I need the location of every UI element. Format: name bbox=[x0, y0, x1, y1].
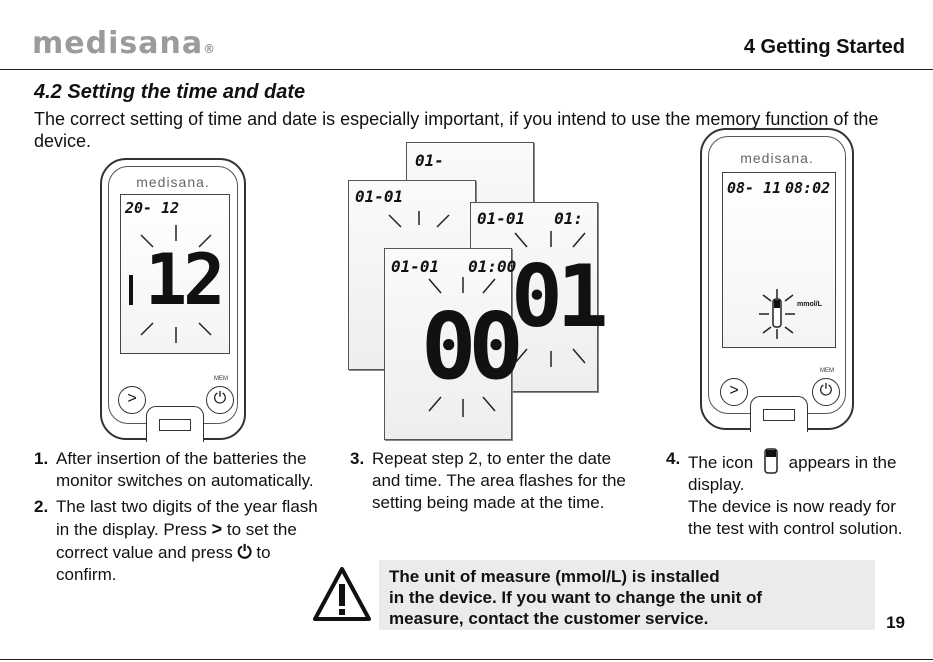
test-strip-icon bbox=[759, 289, 795, 339]
step-text: After insertion of the batteries the mon… bbox=[56, 449, 314, 490]
device-left-digits: 12 bbox=[145, 239, 225, 321]
test-strip-icon bbox=[764, 448, 778, 474]
step-number: 1. bbox=[34, 449, 49, 468]
panel-4-rays bbox=[428, 277, 496, 417]
strip-port bbox=[146, 406, 204, 442]
strip-port bbox=[750, 396, 808, 432]
warning-line-2: in the device. If you want to change the… bbox=[389, 588, 763, 607]
section-title: 4.2 Setting the time and date bbox=[34, 81, 306, 103]
step-3: 3. Repeat step 2, to enter the date and … bbox=[350, 448, 630, 514]
steps-column-1: 1. After insertion of the batteries the … bbox=[34, 448, 324, 590]
step-1: 1. After insertion of the batteries the … bbox=[34, 448, 324, 492]
device-right-brand: medisana. bbox=[740, 150, 814, 166]
step-number: 4. bbox=[666, 449, 681, 468]
device-right-screen: 08- 11 08:02 mmol/L bbox=[722, 172, 836, 348]
warning-notice: The unit of measure (mmol/L) is installe… bbox=[379, 560, 875, 630]
mem-label: MEM bbox=[820, 368, 834, 374]
panel-1-top: 01- bbox=[415, 151, 444, 170]
step-number: 3. bbox=[350, 449, 365, 468]
step-4: 4. The icon appears in the display. The … bbox=[666, 448, 916, 540]
panel-3-rays bbox=[514, 231, 586, 367]
device-left-brand: medisana. bbox=[136, 174, 210, 190]
step-text: Repeat step 2, to enter the date and tim… bbox=[372, 449, 626, 512]
step-text: The last two digits of the year flash in… bbox=[56, 497, 318, 584]
steps-column-2: 3. Repeat step 2, to enter the date and … bbox=[350, 448, 630, 518]
unit-label: mmol/L bbox=[797, 301, 822, 308]
panel-3-top: 01-01 01: bbox=[477, 209, 583, 228]
display-panel-4: 01-01 01:00 00 bbox=[384, 248, 524, 440]
panel-2-top: 01-01 bbox=[355, 187, 404, 206]
next-button[interactable]: > bbox=[118, 386, 146, 414]
mem-label: MEM bbox=[214, 376, 228, 382]
intro-paragraph: The correct setting of time and date is … bbox=[34, 109, 879, 151]
panel-2-rays bbox=[388, 211, 450, 228]
power-icon: ⏻ bbox=[237, 542, 252, 562]
device-right-date: 08- 11 bbox=[727, 179, 782, 197]
step-text: The icon appears in the display. The dev… bbox=[688, 448, 916, 540]
warning-line-1: The unit of measure (mmol/L) is installe… bbox=[389, 567, 720, 586]
page-number: 19 bbox=[886, 613, 905, 632]
panel-4-top: 01-01 01:00 bbox=[391, 257, 517, 276]
device-right-time: 08:02 bbox=[785, 179, 831, 197]
panel-4-digits: 00 bbox=[421, 293, 524, 400]
flash-rays-icon bbox=[129, 225, 212, 343]
chapter-title: 4 Getting Started bbox=[743, 36, 905, 58]
device-right: medisana. 08- 11 08:02 mmol/L > MEM ⏻ bbox=[700, 128, 854, 432]
footer-rule bbox=[0, 659, 933, 660]
device-left: medisana. 20- 12 12 > MEM ⏻ bbox=[100, 158, 246, 442]
panel-3-digits: 01 bbox=[511, 247, 609, 347]
step-2: 2. The last two digits of the year flash… bbox=[34, 496, 324, 586]
power-button[interactable]: ⏻ bbox=[206, 386, 234, 414]
next-button[interactable]: > bbox=[720, 378, 748, 406]
next-arrow-icon: > bbox=[211, 519, 223, 539]
header-rule bbox=[0, 69, 933, 70]
step-number: 2. bbox=[34, 497, 49, 516]
warning-line-3: measure, contact the customer service. bbox=[389, 609, 709, 628]
brand-logo: medisana® bbox=[32, 26, 217, 61]
power-button[interactable]: ⏻ bbox=[812, 378, 840, 406]
device-left-date: 20- 12 bbox=[125, 199, 180, 217]
device-left-screen: 20- 12 12 bbox=[120, 194, 230, 354]
warning-icon bbox=[313, 567, 371, 621]
steps-column-3: 4. The icon appears in the display. The … bbox=[666, 448, 916, 544]
